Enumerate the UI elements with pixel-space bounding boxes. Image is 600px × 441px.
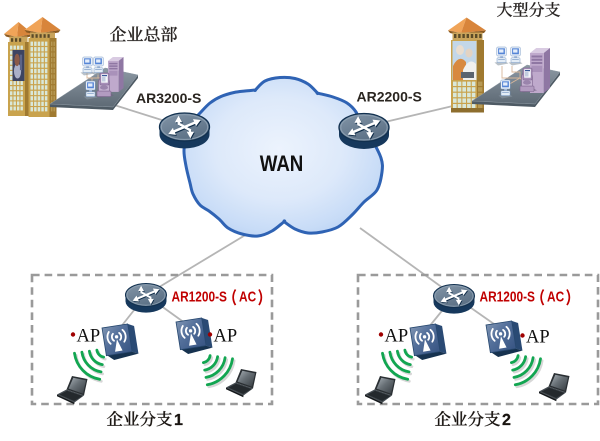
svg-text:AC: AC xyxy=(547,288,565,304)
svg-text:AP: AP xyxy=(385,327,409,347)
svg-text:AR3200-S: AR3200-S xyxy=(136,90,201,106)
svg-text:AP: AP xyxy=(526,328,550,348)
svg-text:AP: AP xyxy=(77,327,101,347)
svg-text:WAN: WAN xyxy=(260,153,304,177)
svg-text:AR2200-S: AR2200-S xyxy=(357,89,422,105)
svg-text:AR1200-S: AR1200-S xyxy=(480,288,536,304)
svg-text:AC: AC xyxy=(239,288,257,304)
svg-text:AR1200-S: AR1200-S xyxy=(172,288,228,304)
svg-text:AP: AP xyxy=(214,327,238,347)
